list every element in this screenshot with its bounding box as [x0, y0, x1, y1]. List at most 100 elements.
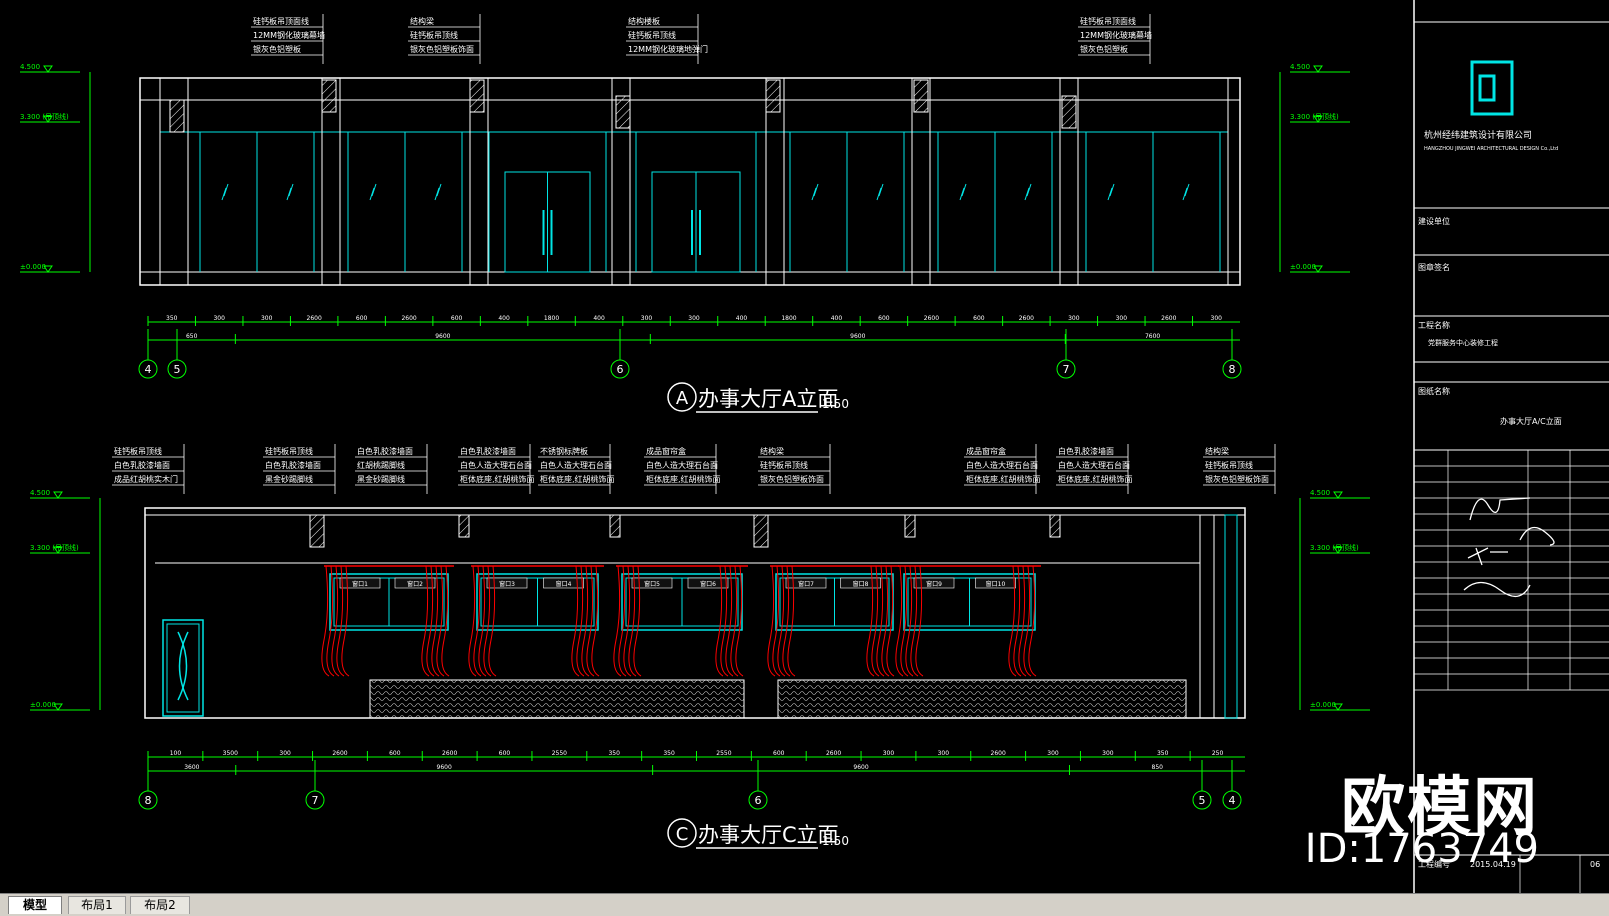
level-label: ±0.000	[1310, 701, 1336, 709]
curtain-fold	[782, 565, 791, 677]
axis-label: 8	[1229, 363, 1236, 376]
elevation-c-door	[162, 619, 204, 717]
dimension-value: 600	[389, 750, 401, 757]
title-block: 杭州经纬建筑设计有限公司 HANGZHOU JINGWEI ARCHITECTU…	[1413, 0, 1609, 893]
window-label: 窗口9	[926, 580, 942, 588]
axis-label: 6	[617, 363, 624, 376]
curtain-fold	[591, 565, 600, 677]
elevation-c-notes: 硅钙板吊顶线白色乳胶漆墙面成品红胡桃实木门硅钙板吊顶线白色乳胶漆墙面黑金砂踢脚线…	[112, 444, 1276, 494]
note-text: 柜体底座,红胡桃饰面	[966, 474, 1041, 484]
window-label: 窗口6	[700, 580, 716, 588]
dimension-value: 400	[498, 315, 510, 322]
dimension-value: 300	[261, 315, 273, 322]
dimension-total: 7600	[1145, 333, 1160, 340]
dimension-value: 300	[1068, 315, 1080, 322]
title-a-mark: A	[676, 388, 689, 409]
window-label: 窗口10	[986, 580, 1006, 588]
curtain-fold	[910, 565, 919, 677]
dimension-value: 2600	[401, 315, 416, 322]
signature-icon	[1463, 497, 1555, 597]
dimension-value: 2600	[826, 750, 841, 757]
dimension-value: 400	[831, 315, 843, 322]
curtain-fold	[787, 565, 796, 677]
curtain-fold	[468, 565, 477, 677]
axis-label: 8	[145, 794, 152, 807]
curtain-fold	[886, 565, 895, 677]
note-text: 硅钙板吊顶线	[265, 446, 313, 456]
dimension-value: 600	[499, 750, 511, 757]
column-hatch	[321, 79, 337, 113]
curtain-fold	[488, 565, 497, 677]
column-hatch	[913, 79, 929, 113]
dimension-value: 2550	[716, 750, 731, 757]
curtain-fold	[321, 565, 330, 677]
note-text: 硅钙板吊顶线	[1205, 460, 1253, 470]
curtain-fold	[623, 565, 632, 677]
company-name-cn: 杭州经纬建筑设计有限公司	[1424, 129, 1532, 141]
title-c: 办事大厅C立面	[698, 823, 839, 847]
dimension-value: 400	[736, 315, 748, 322]
company-logo-icon	[1470, 60, 1514, 116]
title-a-mark-circle	[667, 382, 697, 412]
curtain-fold	[730, 565, 739, 677]
dimension-value: 600	[451, 315, 463, 322]
curtain-fold	[876, 565, 885, 677]
tab-layout-1[interactable]: 布局1	[68, 896, 126, 914]
dimension-value: 2550	[552, 750, 567, 757]
curtain-fold	[905, 565, 914, 677]
dimension-value: 2600	[1019, 315, 1034, 322]
dimension-value: 600	[356, 315, 368, 322]
dimension-value: 2600	[1161, 315, 1176, 322]
curtain-fold	[1028, 565, 1037, 677]
curtain-fold	[436, 565, 445, 677]
tb-row-3: 工程名称	[1418, 320, 1450, 330]
column-hatch	[615, 95, 631, 129]
note-text: 黑金砂踢脚线	[357, 474, 405, 484]
note-text: 不锈钢标牌板	[540, 446, 588, 456]
curtain-fold	[881, 565, 890, 677]
column-hatch	[169, 99, 185, 133]
dimension-value: 600	[773, 750, 785, 757]
layout-tab-bar: 模型 布局1 布局2	[0, 893, 1609, 916]
dimension-value: 350	[608, 750, 620, 757]
dimension-total: 9600	[853, 764, 868, 771]
note-text: 柜体底座,红胡桃饰面	[540, 474, 615, 484]
note-text: 白色乳胶漆墙面	[460, 446, 516, 456]
note-text: 硅钙板吊顶线	[410, 30, 458, 40]
tab-layout-2[interactable]: 布局2	[130, 896, 190, 914]
note-text: 黑金砂踢脚线	[265, 474, 313, 484]
axis-label: 7	[1063, 363, 1070, 376]
tb-project-name: 党群服务中心装修工程	[1428, 338, 1498, 347]
column-hatch	[469, 79, 485, 113]
curtain-fold	[895, 565, 904, 677]
curtain-fold	[576, 565, 585, 677]
note-text: 12MM钢化玻璃幕墙	[253, 30, 325, 40]
curtain-fold	[633, 565, 642, 677]
dimension-value: 1800	[544, 315, 559, 322]
note-text: 硅钙板吊顶线	[628, 30, 676, 40]
axis-label: 7	[312, 794, 319, 807]
tab-model[interactable]: 模型	[8, 896, 62, 914]
curtain-fold	[1008, 565, 1017, 677]
dimension-total: 9600	[850, 333, 865, 340]
level-label: 3.300 (吊顶线)	[1310, 543, 1359, 552]
note-text: 硅钙板吊顶面线	[1080, 16, 1136, 26]
dimension-value: 300	[688, 315, 700, 322]
note-text: 银灰色铝塑板饰面	[1205, 474, 1269, 484]
title-c-scale: 1:50	[822, 834, 849, 848]
dimension-total: 9600	[437, 764, 452, 771]
dimension-value: 300	[279, 750, 291, 757]
level-label: 3.300 (吊顶线)	[20, 112, 69, 121]
note-text: 硅钙板吊顶线	[760, 460, 808, 470]
company-name-en: HANGZHOU JINGWEI ARCHITECTURAL DESIGN Co…	[1424, 146, 1558, 152]
note-text: 结构楼板	[628, 16, 660, 26]
